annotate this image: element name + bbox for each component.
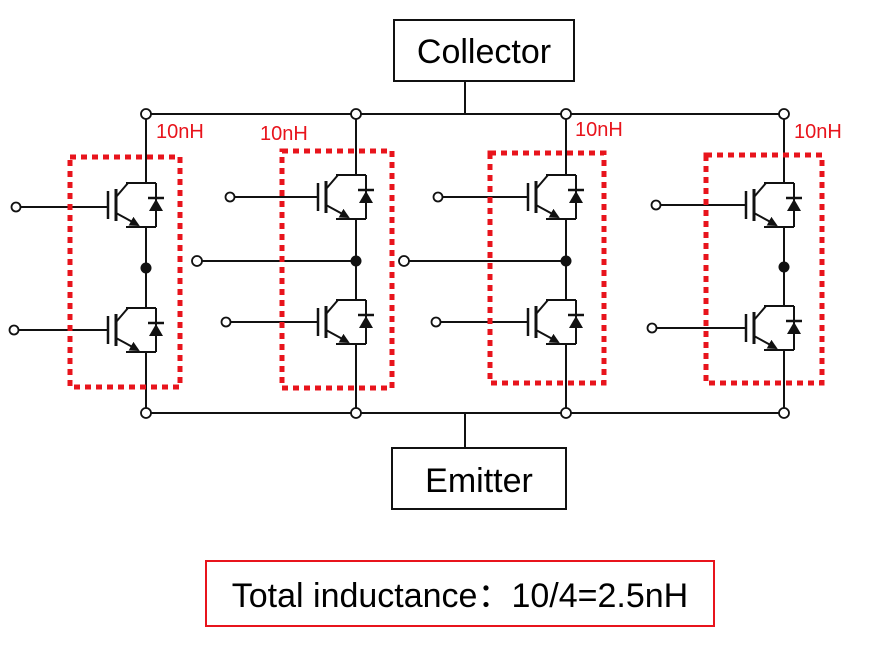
emitter-box <box>391 447 567 510</box>
collector-junction <box>778 108 790 120</box>
igbt-collector-diag <box>115 182 129 198</box>
gate-terminal <box>646 322 658 334</box>
midpoint-tap-terminal <box>191 255 203 267</box>
igbt-collector-diag <box>115 307 129 323</box>
igbt-emitter-diag <box>535 204 560 218</box>
igbt-emitter-diag <box>115 212 140 226</box>
collector-box <box>393 19 575 82</box>
module-highlight-box <box>703 152 825 386</box>
diode-triangle <box>569 316 583 328</box>
midpoint-node <box>140 262 152 274</box>
diode-triangle <box>359 191 373 203</box>
igbt-emitter-diag <box>325 329 350 343</box>
emitter-junction <box>778 407 790 419</box>
gate-terminal <box>430 316 442 328</box>
emitter-junction <box>350 407 362 419</box>
igbt-collector-diag <box>535 299 549 315</box>
module-highlight-box <box>279 148 395 391</box>
collector-terminal: Collector <box>393 19 575 82</box>
igbt-emitter-diag <box>535 329 560 343</box>
total-inductance-frame <box>205 560 715 627</box>
module-highlight-box <box>487 150 607 386</box>
inductance-label: 10nH <box>260 123 308 145</box>
midpoint-tap-terminal <box>398 255 410 267</box>
igbt-collector-diag <box>325 299 339 315</box>
gate-terminal <box>650 199 662 211</box>
collector-junction <box>560 108 572 120</box>
igbt-collector-diag <box>753 182 767 198</box>
total-inductance-text: Total inductance：10/4=2.5nH <box>232 577 688 615</box>
emitter-label: Emitter <box>425 462 533 500</box>
collector-junction <box>140 108 152 120</box>
collector-junction <box>350 108 362 120</box>
emitter-junction <box>140 407 152 419</box>
midpoint-node <box>778 261 790 273</box>
igbt-collector-diag <box>325 174 339 190</box>
gate-terminal <box>220 316 232 328</box>
igbt-emitter-diag <box>753 212 778 226</box>
igbt-modules: 10nH 10nH 10nH 10nH <box>8 108 842 419</box>
total-inductance-box: Total inductance：10/4=2.5nH <box>205 560 715 627</box>
diode-triangle <box>569 191 583 203</box>
igbt-module-4: 10nH <box>646 108 842 419</box>
emitter-junction <box>560 407 572 419</box>
inductance-label: 10nH <box>575 119 623 141</box>
emitter-terminal: Emitter <box>391 447 567 510</box>
igbt-collector-diag <box>753 305 767 321</box>
igbt-emitter-diag <box>325 204 350 218</box>
inductance-label: 10nH <box>794 121 842 143</box>
module-highlight-box <box>67 154 183 390</box>
gate-terminal <box>8 324 20 336</box>
diode-triangle <box>149 199 163 211</box>
igbt-collector-diag <box>535 174 549 190</box>
diode-triangle <box>359 316 373 328</box>
igbt-module-2: 10nH <box>191 108 395 419</box>
collector-label: Collector <box>417 33 551 71</box>
diode-triangle <box>787 199 801 211</box>
igbt-emitter-diag <box>115 337 140 351</box>
gate-terminal <box>10 201 22 213</box>
igbt-emitter-diag <box>753 335 778 349</box>
igbt-module-3: 10nH <box>398 108 623 419</box>
igbt-module-1: 10nH <box>8 108 204 419</box>
inductance-label: 10nH <box>156 121 204 143</box>
diode-triangle <box>149 324 163 336</box>
gate-terminal <box>432 191 444 203</box>
diode-triangle <box>787 322 801 334</box>
gate-terminal <box>224 191 236 203</box>
